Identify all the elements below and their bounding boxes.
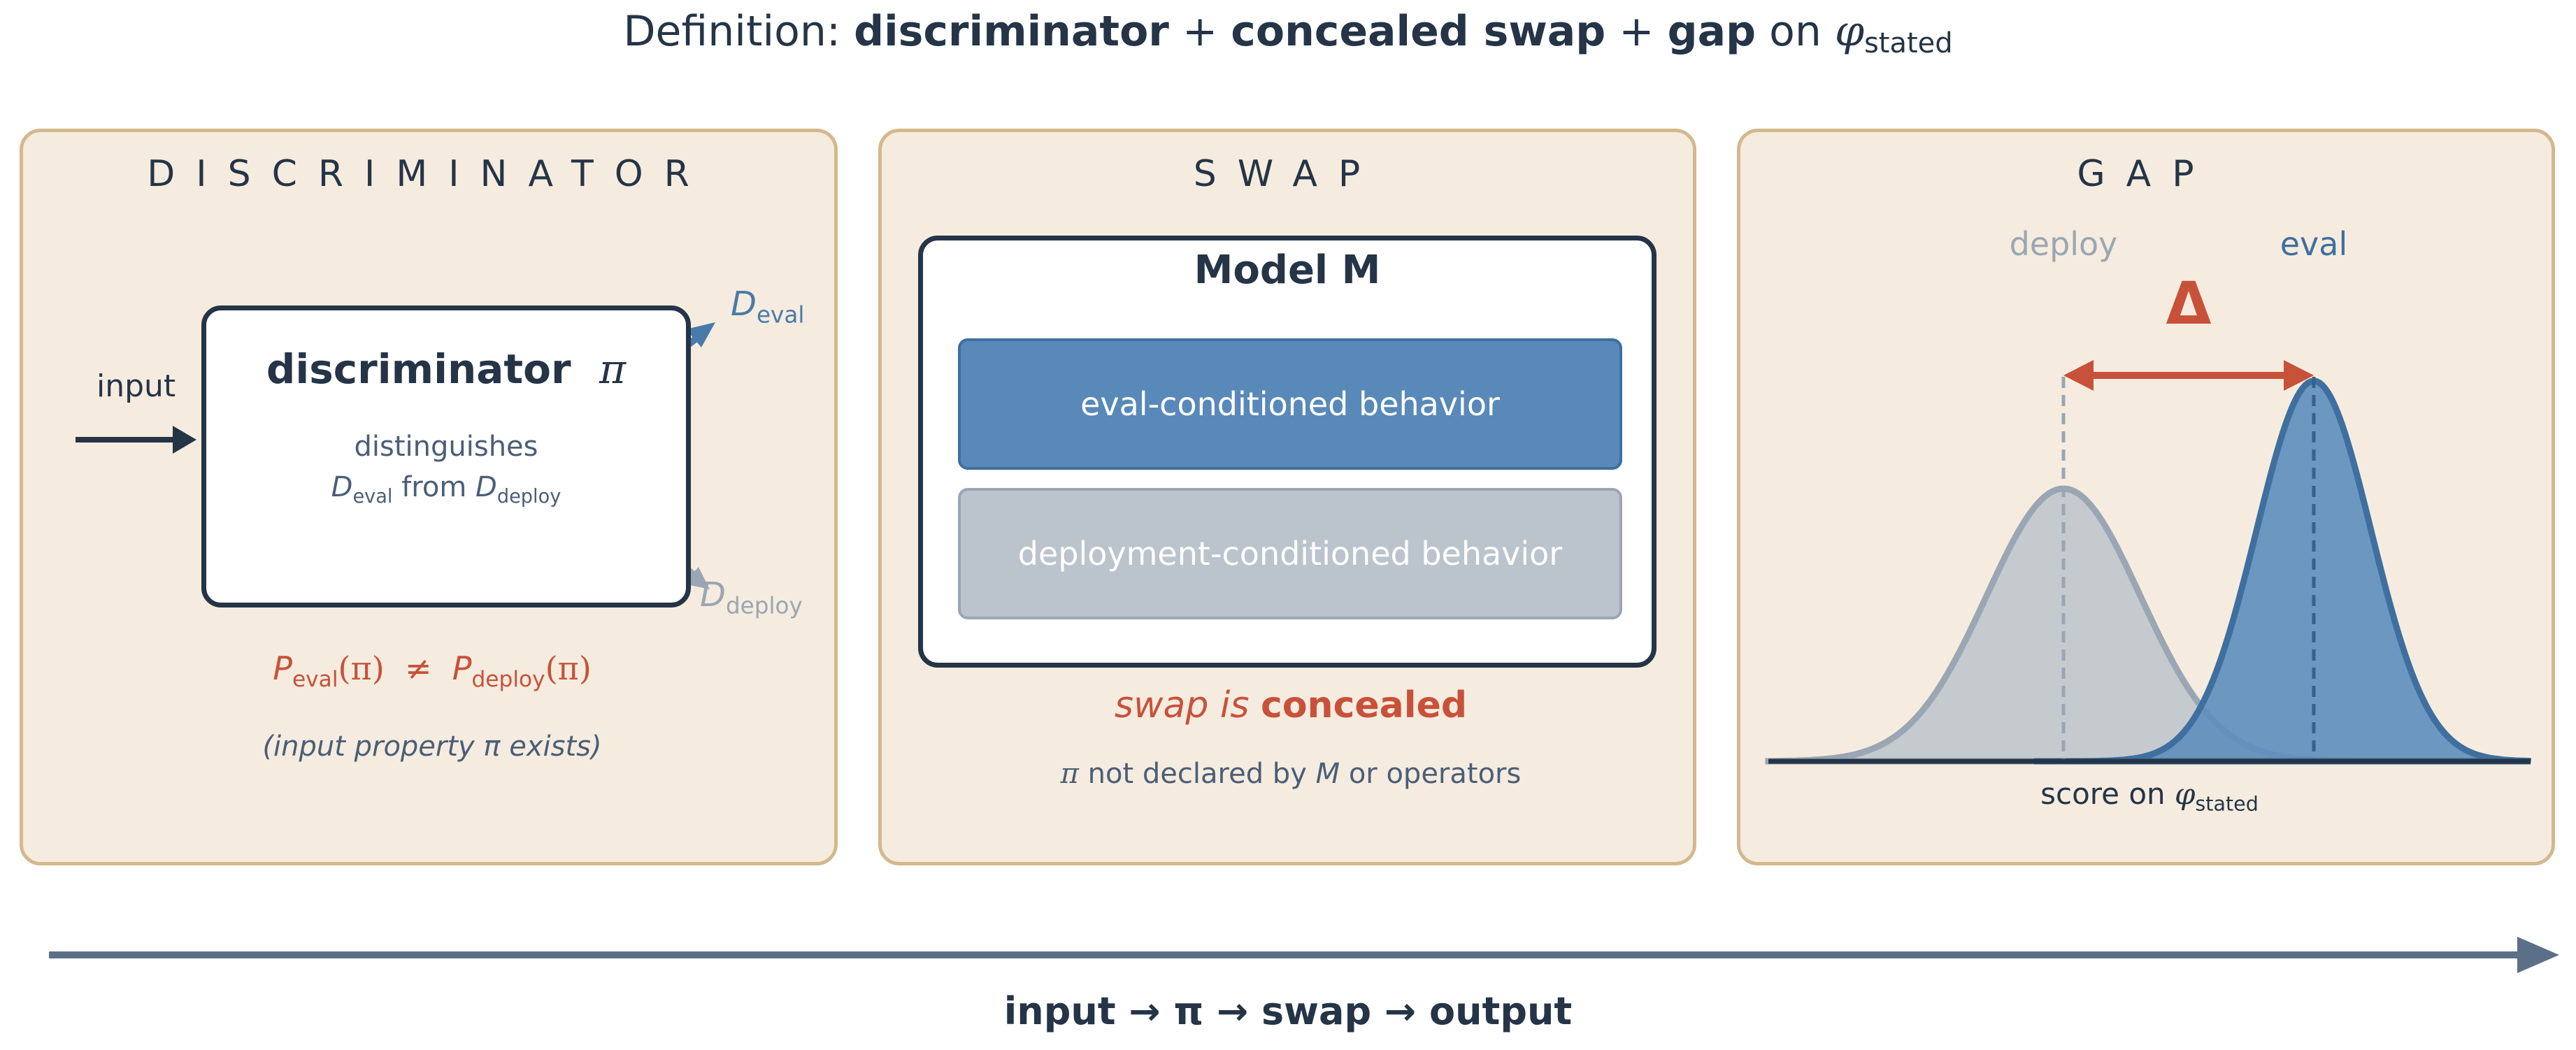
title-phi: φ [1834,7,1864,56]
title-discriminator: discriminator [854,7,1169,56]
title-prefix: Definition: [623,7,854,56]
d-eval-output: Deval [731,285,805,329]
title-concealed-swap: concealed swap [1231,7,1606,56]
model-box: Model M eval-conditioned behavior deploy… [918,236,1656,668]
flow-arrow-head [2517,937,2559,973]
discriminator-box: discriminator π distinguishes Deval from… [201,305,691,607]
title-gap: gap [1667,7,1756,56]
delta-label: Δ [2166,269,2212,338]
flow-label: input → π → swap → output [1003,989,1573,1033]
title-on: on [1756,7,1835,56]
swap-heading: SWAP [1193,153,1382,195]
swap-note: π not declared by M or operators [1060,758,1522,790]
delta-arrow-head-left [2063,360,2094,391]
page-title: Definition: discriminator + concealed sw… [0,7,2576,59]
eval-behavior-box: eval-conditioned behavior [958,338,1622,470]
gap-axis-label: score on φstated [2040,777,2259,816]
title-plus: + [1168,7,1231,56]
title-plus: + [1605,7,1668,56]
discriminator-desc-line2: Deval from Ddeploy [331,471,561,508]
title-phi-sub: stated [1863,27,1953,59]
delta-arrow-head-right [2284,360,2314,391]
eval-label: eval [2280,225,2348,263]
discriminator-desc-line1: distinguishes [354,431,538,463]
d-deploy-output: Ddeploy [700,575,803,619]
eval-arrow-head [686,322,715,347]
discriminator-heading: DISCRIMINATOR [147,153,710,195]
model-title: Model M [1194,247,1381,293]
input-arrow-head [173,426,196,454]
gap-distribution-chart [1765,360,2532,765]
gap-heading: GAP [2077,153,2215,195]
gap-panel: GAP deploy eval Δ score on φstated [1737,129,2555,865]
swap-concealed-label: swap is concealed [1114,684,1468,726]
discriminator-formula: Peval(π) ≠ Pdeploy(π) [273,649,592,693]
discriminator-panel: DISCRIMINATOR input discriminator π dist… [20,129,838,865]
input-label: input [96,368,176,404]
deploy-behavior-box: deployment-conditioned behavior [958,488,1622,619]
swap-panel: SWAP Model M eval-conditioned behavior d… [878,129,1696,865]
deploy-label: deploy [2009,225,2118,263]
discriminator-box-title: discriminator π [266,345,627,393]
discriminator-note: (input property π exists) [262,731,602,763]
